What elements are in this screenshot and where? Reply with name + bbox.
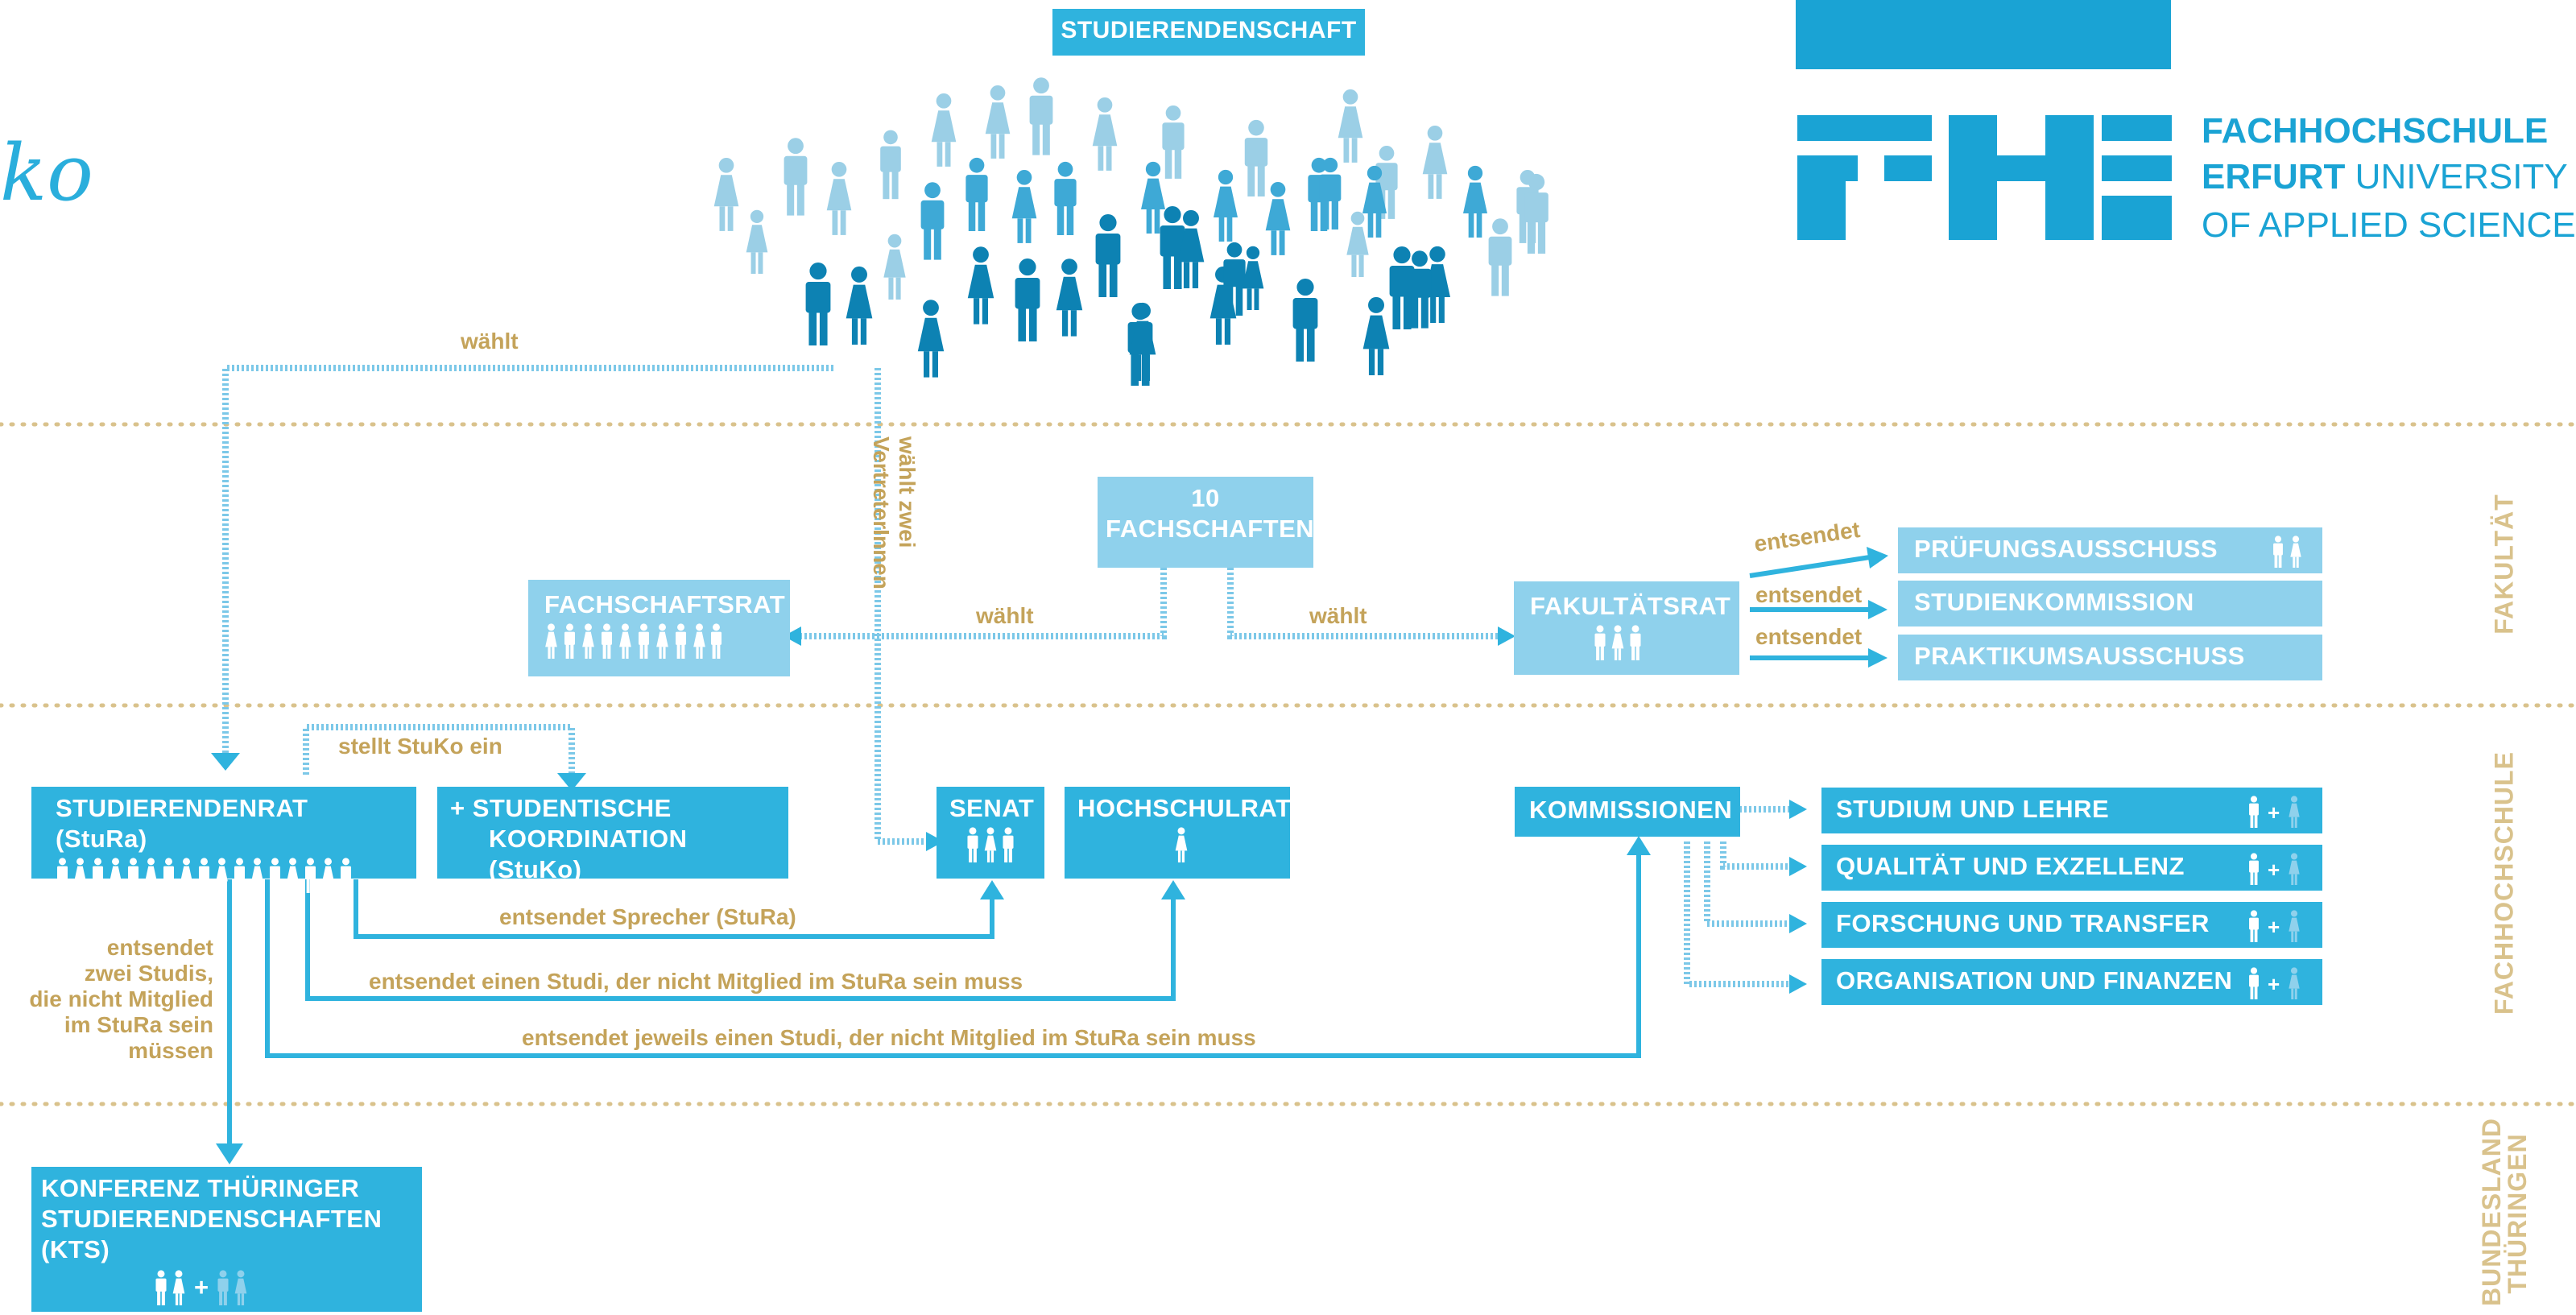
hochschulrat-box[interactable]: HOCHSCHULRAT <box>1065 787 1292 879</box>
stura-label: STUDIERENDENRAT (StuRa) <box>56 794 308 853</box>
fachschaftsrat-persons-icon <box>544 623 774 666</box>
fachschaftsrat-label: FACHSCHAFTSRAT <box>544 590 786 618</box>
forschung-label: FORSCHUNG UND TRANSFER <box>1836 909 2210 937</box>
hochschulrat-person-icon <box>1174 827 1277 870</box>
label-stellt-stuko: stellt StuKo ein <box>338 734 502 759</box>
kts-persons-icon: + <box>154 1270 412 1305</box>
label-kts-entsendet-line5: müssen <box>128 1038 213 1063</box>
person-plus-person-icon: + <box>2249 796 2300 828</box>
label-kts-entsendet-line2: zwei Studis, <box>84 961 213 986</box>
section-fakultaet: FAKULTÄT <box>2489 494 2519 635</box>
label-kts-entsendet-line4: im StuRa sein <box>64 1012 213 1037</box>
fachschaften-label: FACHSCHAFTEN <box>1106 515 1315 543</box>
senat-label: SENAT <box>949 794 1035 822</box>
section-bundesland: BUNDESLAND THÜRINGEN <box>2477 1118 2532 1306</box>
partial-brand-word: ko <box>0 128 93 218</box>
kts-label-line2: STUDIERENDENSCHAFTEN <box>41 1205 382 1233</box>
pruefungsausschuss-box[interactable]: PRÜFUNGSAUSSCHUSS <box>1898 527 2322 573</box>
fakultaetsrat-box[interactable]: FAKULTÄTSRAT <box>1514 581 1739 675</box>
section-bundesland-line1: BUNDESLAND <box>2477 1118 2506 1306</box>
qualitaet-box[interactable]: QUALITÄT UND EXZELLENZ + <box>1821 845 2322 891</box>
label-kts-entsendet-line1: entsendet <box>106 935 213 960</box>
forschung-box[interactable]: FORSCHUNG UND TRANSFER + <box>1821 902 2322 948</box>
kts-label-line1: KONFERENZ THÜRINGER <box>41 1174 360 1202</box>
person-pair-icon <box>155 1270 185 1305</box>
person-plus-person-icon: + <box>2249 853 2300 885</box>
fachschaftsrat-box[interactable]: FACHSCHAFTSRAT <box>528 580 790 676</box>
logo-line2: ERFURT UNIVERSITY <box>2202 157 2568 196</box>
label-waehlt-top: wählt <box>461 329 519 354</box>
kommissionen-box[interactable]: KOMMISSIONEN <box>1515 787 1740 837</box>
stura-box[interactable]: STUDIERENDENRAT (StuRa) <box>31 787 416 893</box>
stuko-label-line2: KOORDINATION (StuKo) <box>489 825 688 883</box>
people-crowd-icon <box>713 77 1548 386</box>
section-fachhochschule: FACHHOCHSCHULE <box>2489 751 2519 1015</box>
label-entsendet-3: entsendet <box>1755 624 1863 649</box>
logo-line3: OF APPLIED SCIENCES <box>2202 205 2576 245</box>
person-icon <box>2273 536 2301 568</box>
label-entsendet-2: entsendet <box>1755 582 1863 607</box>
organisation-label: ORGANISATION UND FINANZEN <box>1836 966 2233 995</box>
svg-text:+: + <box>2268 915 2280 939</box>
svg-text:+: + <box>2268 972 2280 996</box>
section-bundesland-line2: THÜRINGEN <box>2503 1133 2532 1294</box>
fhe-logo-icon <box>1796 0 2172 240</box>
kts-label-line3: (KTS) <box>41 1235 110 1263</box>
pruefungsausschuss-label: PRÜFUNGSAUSSCHUSS <box>1914 535 2218 563</box>
label-einen-studi: entsendet einen Studi, der nicht Mitglie… <box>369 969 1023 994</box>
organisation-box[interactable]: ORGANISATION UND FINANZEN + <box>1821 959 2322 1005</box>
studium-lehre-box[interactable]: STUDIUM UND LEHRE + <box>1821 788 2322 833</box>
hochschulrat-label: HOCHSCHULRAT <box>1077 794 1292 822</box>
label-waehlt-zwei: wählt zwei VertreterInnen <box>868 436 920 589</box>
studierendenschaft-title: STUDIERENDENSCHAFT <box>1052 9 1365 56</box>
studienkommission-box[interactable]: STUDIENKOMMISSION <box>1898 581 2322 626</box>
stura-persons-icon <box>56 858 392 900</box>
studium-lehre-label: STUDIUM UND LEHRE <box>1836 795 2110 823</box>
qualitaet-label: QUALITÄT UND EXZELLENZ <box>1836 852 2185 880</box>
stuko-label-line1: + STUDENTISCHE <box>450 794 672 822</box>
fachschaften-count: 10 <box>1191 484 1220 512</box>
senat-box[interactable]: SENAT <box>937 787 1044 879</box>
studienkommission-label: STUDIENKOMMISSION <box>1914 588 2194 616</box>
label-kts-entsendet-line3: die nicht Mitglied <box>29 986 213 1011</box>
logo-line1: FACHHOCHSCHULE <box>2202 111 2549 151</box>
label-jeweils-studi: entsendet jeweils einen Studi, der nicht… <box>522 1025 1256 1050</box>
label-waehlt-zwei-line2: VertreterInnen <box>869 436 894 589</box>
fakultaetsrat-label: FAKULTÄTSRAT <box>1530 592 1731 620</box>
stuko-box[interactable]: + STUDENTISCHE KOORDINATION (StuKo) <box>437 787 788 883</box>
senat-persons-icon <box>965 827 1032 870</box>
fachschaften-box[interactable]: 10 FACHSCHAFTEN <box>1098 477 1315 568</box>
svg-text:+: + <box>2268 800 2280 825</box>
praktikumsausschuss-box[interactable]: PRAKTIKUMSAUSSCHUSS <box>1898 635 2322 680</box>
label-waehlt-left: wählt <box>976 603 1034 628</box>
person-plus-person-icon: + <box>2249 967 2300 999</box>
kommissionen-label: KOMMISSIONEN <box>1529 796 1733 824</box>
svg-text:+: + <box>2268 858 2280 882</box>
fakultaetsrat-persons-icon <box>1593 625 1723 668</box>
person-pair-light-icon <box>217 1270 246 1305</box>
kts-box[interactable]: KONFERENZ THÜRINGER STUDIERENDENSCHAFTEN… <box>31 1167 422 1312</box>
label-sprecher: entsendet Sprecher (StuRa) <box>499 904 796 929</box>
label-kts-entsendet: entsendet zwei Studis, die nicht Mitglie… <box>0 935 213 1064</box>
praktikumsausschuss-label: PRAKTIKUMSAUSSCHUSS <box>1914 642 2245 670</box>
kts-plus: + <box>194 1273 209 1301</box>
person-plus-person-icon: + <box>2249 910 2300 942</box>
label-waehlt-zwei-line1: wählt zwei <box>895 436 920 548</box>
label-waehlt-right: wählt <box>1309 603 1367 628</box>
